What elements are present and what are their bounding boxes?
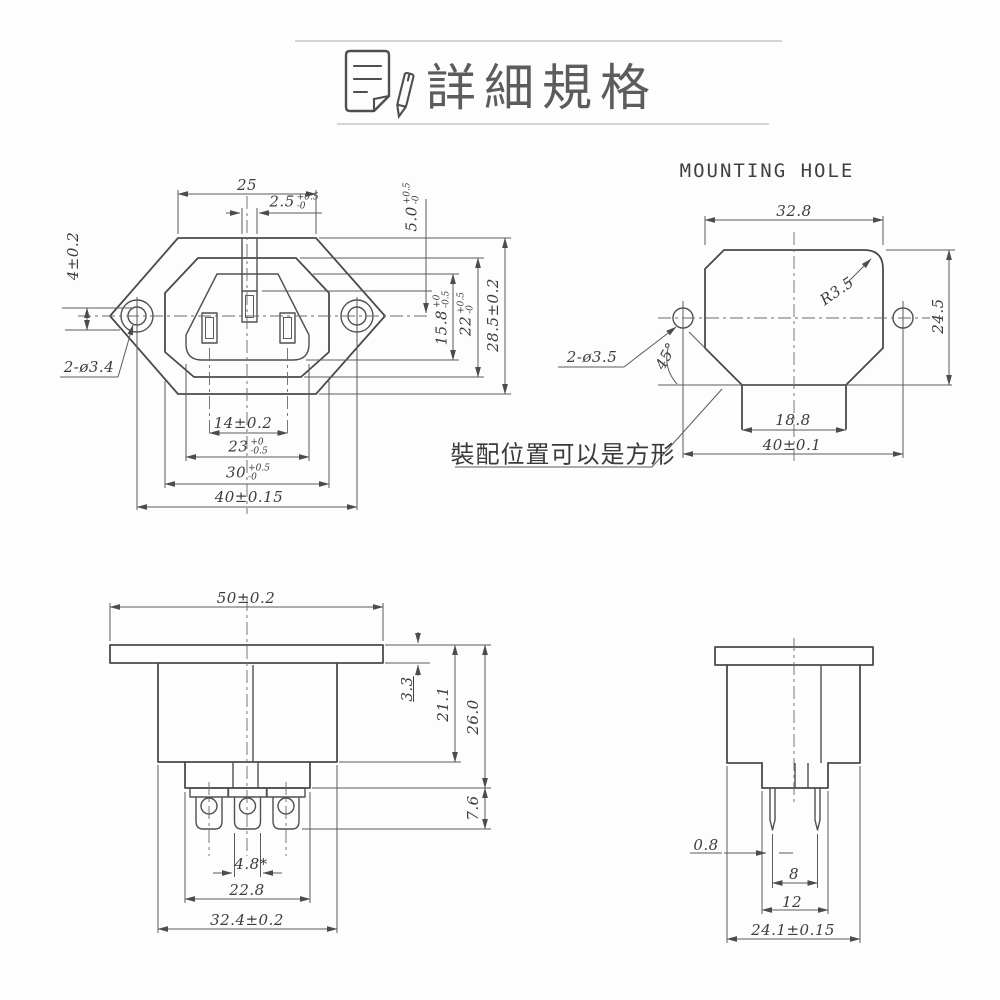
dim-cutout-height: 24.5 xyxy=(929,298,947,334)
end-pins xyxy=(769,788,821,831)
mounting-dimension-lines xyxy=(455,216,955,468)
dim-tab-width: 18.8 xyxy=(775,411,811,429)
pen-icon xyxy=(396,71,415,120)
dim-face-height: 15.8+0-0.5 xyxy=(432,290,452,346)
end-view xyxy=(690,638,874,943)
line-pin xyxy=(201,312,218,344)
dim-front-offset: 4±0.2 xyxy=(64,231,82,281)
front-recess-outline xyxy=(164,257,330,378)
dim-body-depth: 21.1 xyxy=(434,686,452,722)
earth-channel xyxy=(241,238,258,291)
front-face-outline xyxy=(185,273,310,361)
dim-end-body-width: 24.1±0.15 xyxy=(751,921,835,939)
dim-cutout-width: 32.8 xyxy=(776,202,812,220)
terminal-3 xyxy=(266,782,306,856)
terminal-1 xyxy=(189,782,229,856)
dim-end-neck-width: 12 xyxy=(781,893,803,911)
dim-flange-thickness: 3.3 xyxy=(398,676,416,702)
dim-flange-height: 28.5±0.2 xyxy=(484,278,502,352)
neutral-pin xyxy=(279,312,296,344)
dim-mount-hole-spacing: 40±0.1 xyxy=(762,436,822,454)
header-decoration xyxy=(295,40,782,125)
earth-pin xyxy=(241,290,258,323)
dim-face-width: 23+0-0.5 xyxy=(228,437,268,457)
side-neck xyxy=(184,761,311,789)
dim-front-top-width: 25 xyxy=(236,176,258,194)
dim-hole-spacing: 40±0.15 xyxy=(214,488,284,506)
dim-front-holes: 2-ø3.4 xyxy=(63,358,115,376)
side-flange xyxy=(109,644,384,664)
dim-earth-pin-width: 2.5+0.5-0 xyxy=(269,192,319,212)
dim-earth-pin-height: 5.0+0.5-0 xyxy=(402,182,422,232)
dim-side-flange-width: 50±0.2 xyxy=(216,589,276,607)
dim-mount-holes: 2-ø3.5 xyxy=(566,348,618,366)
dim-terminal-span: 22.8 xyxy=(229,881,265,899)
dim-recess-height: 22+0.5-0 xyxy=(456,292,476,336)
dim-total-depth: 26.0 xyxy=(464,699,482,735)
dim-terminal-width: 4.8* xyxy=(234,855,268,873)
mounting-hole-view xyxy=(455,216,955,468)
end-dimension-lines xyxy=(690,766,861,943)
dim-side-body-width: 32.4±0.2 xyxy=(210,911,284,929)
front-view xyxy=(60,190,511,514)
front-dimension-lines xyxy=(60,190,511,510)
dim-pin-spacing: 14±0.2 xyxy=(213,414,273,432)
document-pen-icon xyxy=(344,49,415,120)
mounting-note: 裝配位置可以是方形 xyxy=(450,440,676,469)
front-centerlines xyxy=(78,196,428,514)
end-body xyxy=(726,664,861,764)
dim-end-pin-spacing: 8 xyxy=(788,865,800,883)
side-body xyxy=(157,662,338,763)
mounting-hole-title: MOUNTING HOLE xyxy=(679,160,855,182)
dim-pin-thickness: 0.8 xyxy=(693,836,719,854)
mounting-centerlines xyxy=(658,232,930,462)
terminal-2 xyxy=(227,787,268,830)
mounting-holes xyxy=(672,301,914,458)
dim-terminal-length: 7.6 xyxy=(464,795,482,821)
page-title: 詳細規格 xyxy=(426,59,658,117)
dim-recess-width: 30+0.5-0 xyxy=(226,463,270,483)
side-view xyxy=(109,598,491,933)
side-dimension-lines xyxy=(109,603,491,933)
cutout-tab xyxy=(741,384,847,430)
